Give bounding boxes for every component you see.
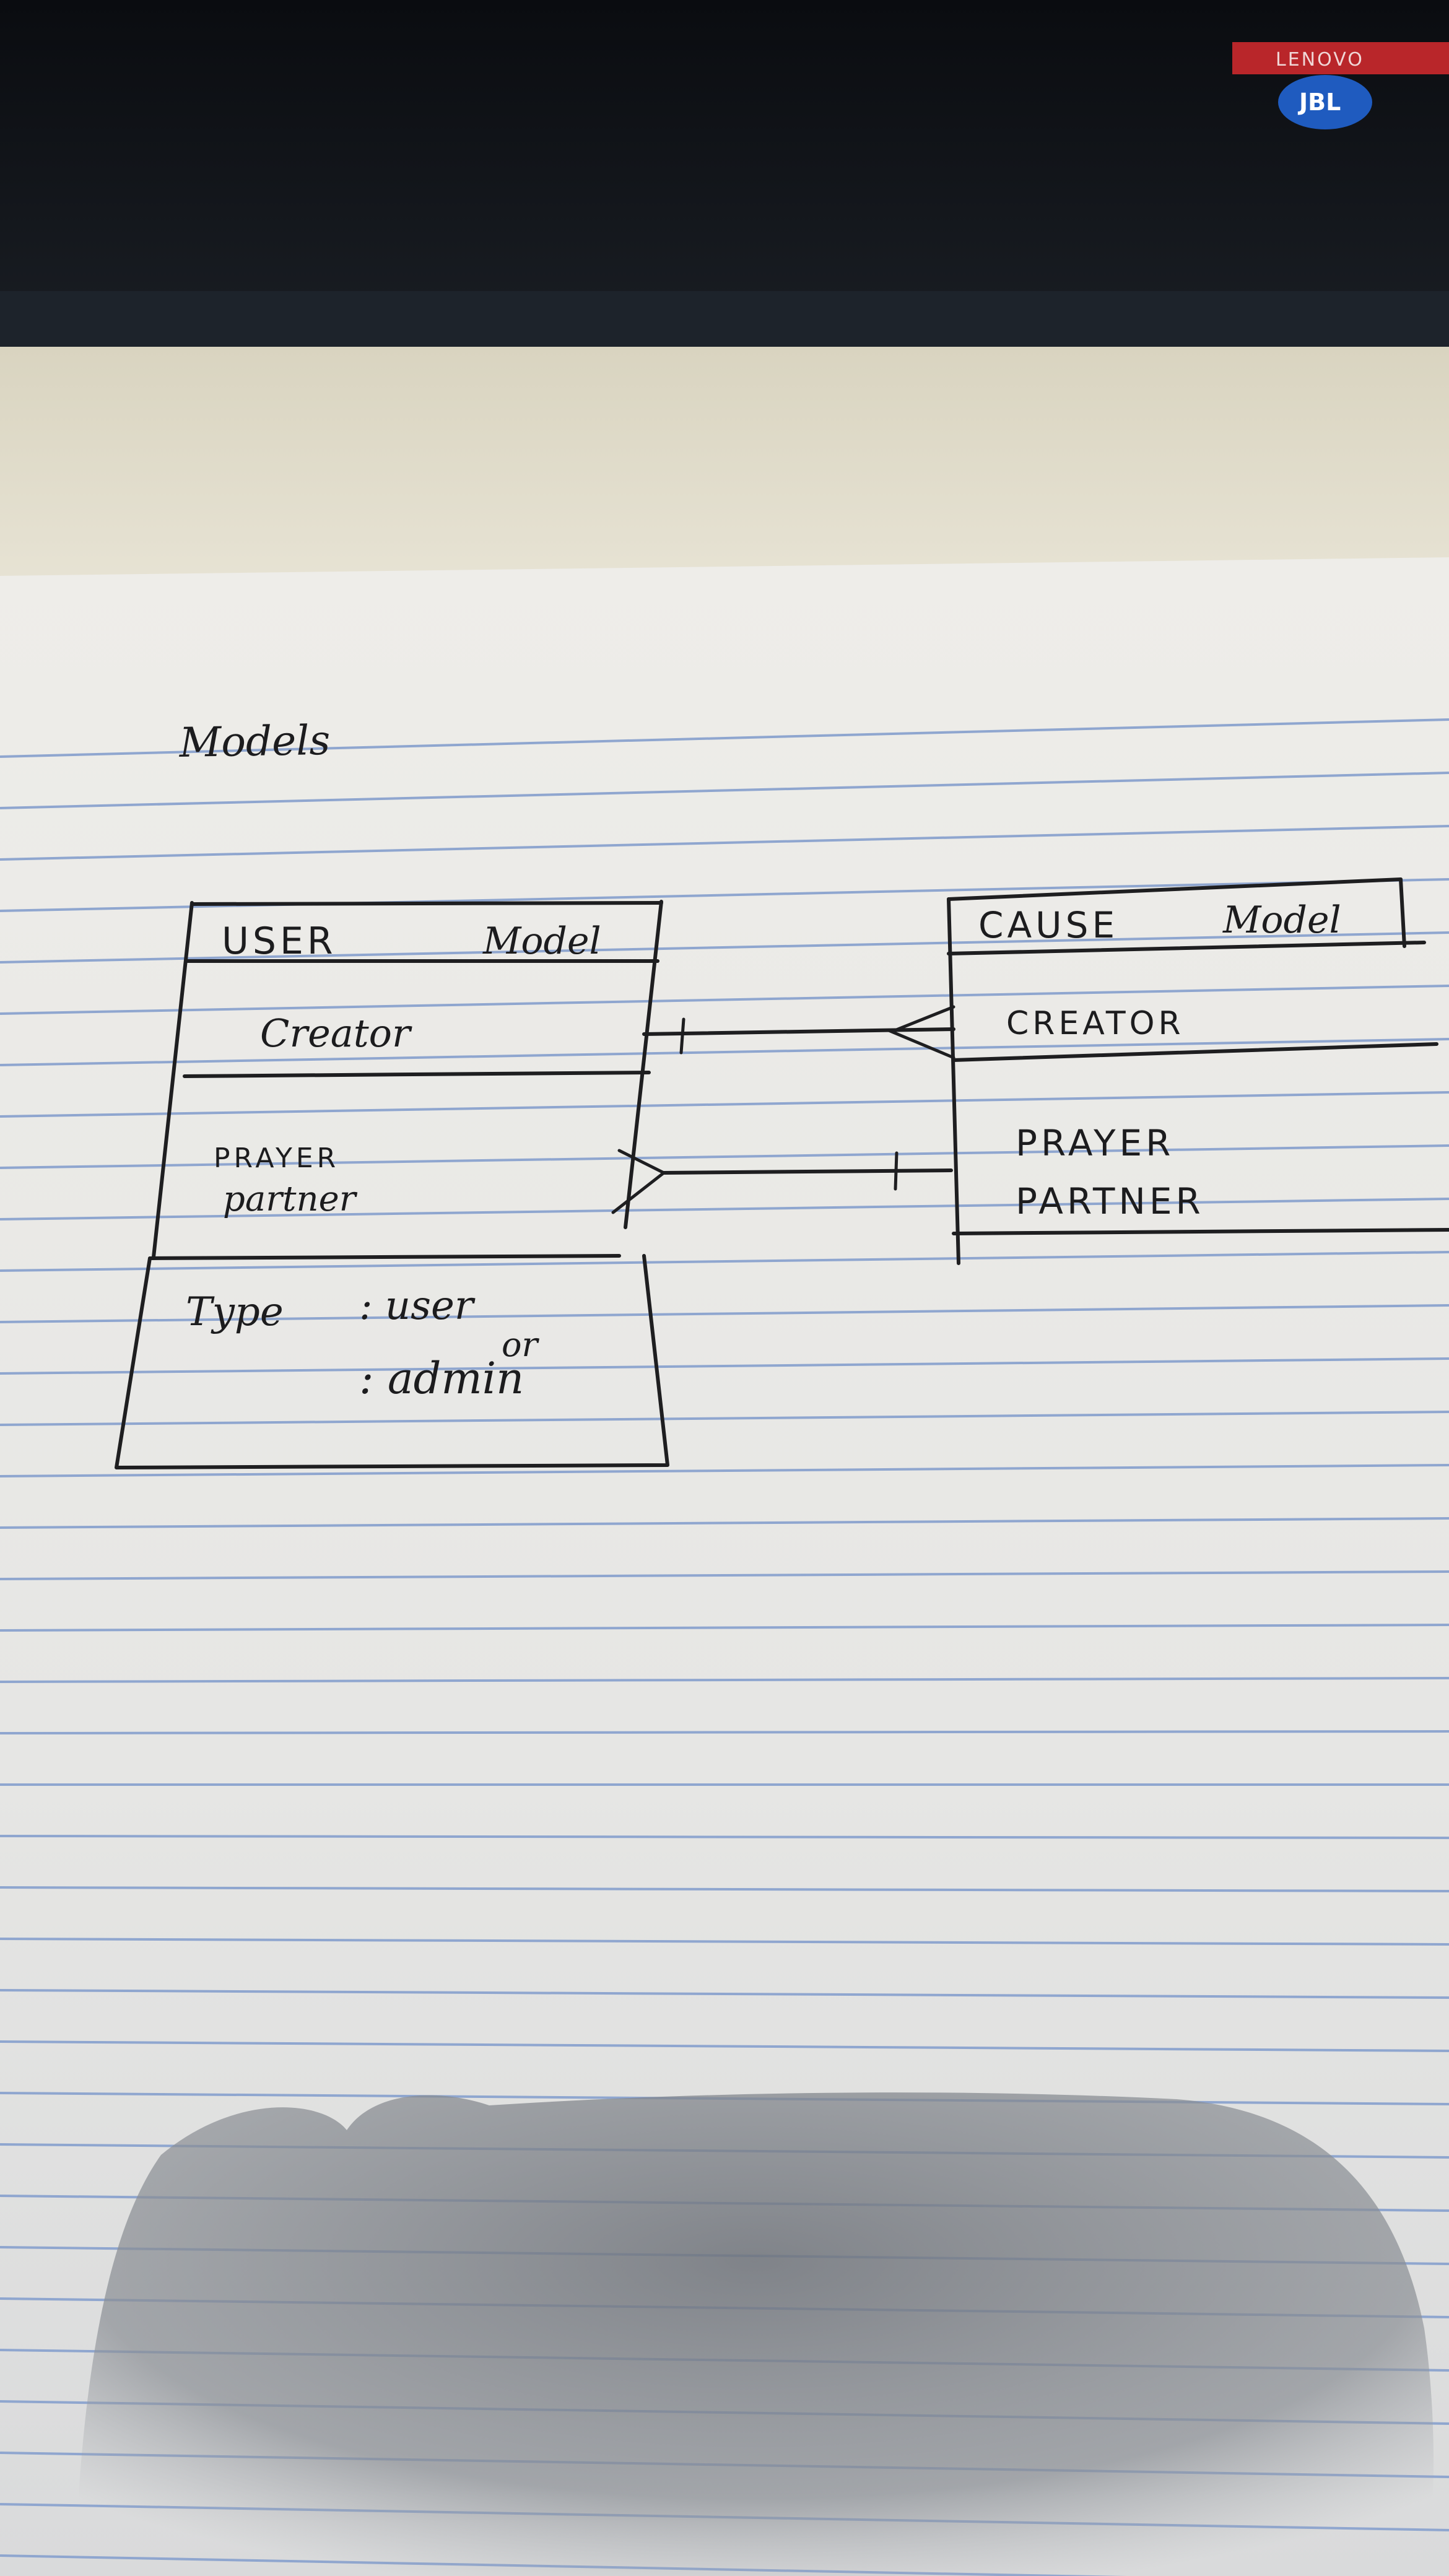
ruled-line [0, 1886, 1449, 1892]
hand-shadow [74, 2092, 1434, 2576]
user-model-title-right: Model [482, 920, 601, 963]
laptop-edge [0, 291, 1449, 347]
ruled-line [0, 1091, 1449, 1118]
ruled-line [0, 1038, 1449, 1066]
cause-model-title-left: CAUSE [978, 904, 1118, 946]
ruled-line [0, 1989, 1449, 1999]
cause-model-box [947, 877, 1449, 1265]
cause-model-title-right: Model [1222, 899, 1341, 942]
ruled-line [0, 1304, 1449, 1323]
ruled-line [0, 931, 1449, 964]
user-type-value-1: : user [359, 1283, 476, 1329]
ruled-line [0, 1198, 1449, 1221]
ruled-line [0, 2040, 1449, 2052]
speaker-brand-text: JBL [1297, 89, 1341, 116]
user-creator-attribute: Creator [260, 1011, 412, 1056]
ruled-line [0, 985, 1449, 1015]
ruled-line [0, 1411, 1449, 1426]
user-model-box [115, 900, 669, 1469]
creator-relationship-connector [642, 1005, 955, 1060]
user-type-value-2: : admin [359, 1353, 524, 1404]
user-type-or: or [502, 1325, 540, 1364]
ruled-line [0, 1835, 1449, 1839]
ruled-line [0, 718, 1449, 758]
user-type-label: Type [186, 1289, 284, 1335]
ruled-line [0, 1938, 1449, 1946]
ruled-line [0, 1464, 1449, 1477]
notebook-page [0, 557, 1449, 2576]
prayer-partner-relationship-connector [611, 1149, 953, 1214]
ruled-line [0, 1730, 1449, 1734]
laptop-brand-badge: LENOVO [1232, 42, 1449, 74]
ruled-line [0, 1624, 1449, 1632]
page-heading: Models [178, 716, 331, 767]
ruled-line [0, 1517, 1449, 1529]
ruled-line [0, 1570, 1449, 1580]
cause-prayer-partner-line2: PARTNER [1016, 1180, 1204, 1222]
ruled-line [0, 825, 1449, 861]
user-prayer-partner-line2: partner [223, 1179, 358, 1219]
ruled-line [0, 1357, 1449, 1375]
laptop-brand-text: LENOVO [1276, 49, 1364, 71]
desk-background [0, 0, 1449, 347]
ruled-line [0, 1251, 1449, 1272]
speaker-logo: JBL [1278, 75, 1372, 129]
cause-creator-attribute: CREATOR [1006, 1005, 1185, 1042]
ruled-line [0, 772, 1449, 809]
back-page [0, 347, 1449, 582]
user-prayer-partner-line1: PRAYER [214, 1142, 339, 1174]
ruled-line [0, 1677, 1449, 1683]
cause-prayer-partner-line1: PRAYER [1016, 1122, 1174, 1164]
user-model-title-left: USER [222, 920, 337, 963]
ruled-line [0, 1144, 1449, 1169]
